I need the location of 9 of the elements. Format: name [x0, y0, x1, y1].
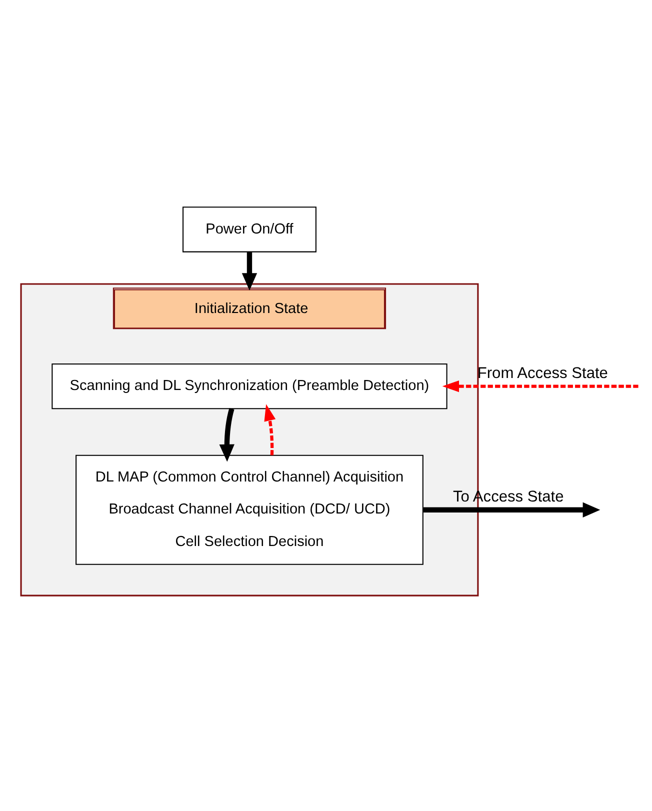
edge-label: From Access State — [477, 364, 608, 382]
node-box: Scanning and DL Synchronization (Preamble Detection) — [52, 363, 448, 410]
node-box: Power On/Off — [182, 206, 316, 252]
arrow — [242, 252, 258, 290]
arrow — [219, 408, 234, 462]
node-box: DL MAP (Common Control Channel) Acquisition Broadcast Channel Acquisition (DCD/ UCD) Cell Selection Decision — [76, 454, 424, 565]
arrow — [442, 380, 638, 392]
arrow — [264, 404, 276, 456]
arrow — [423, 502, 600, 518]
